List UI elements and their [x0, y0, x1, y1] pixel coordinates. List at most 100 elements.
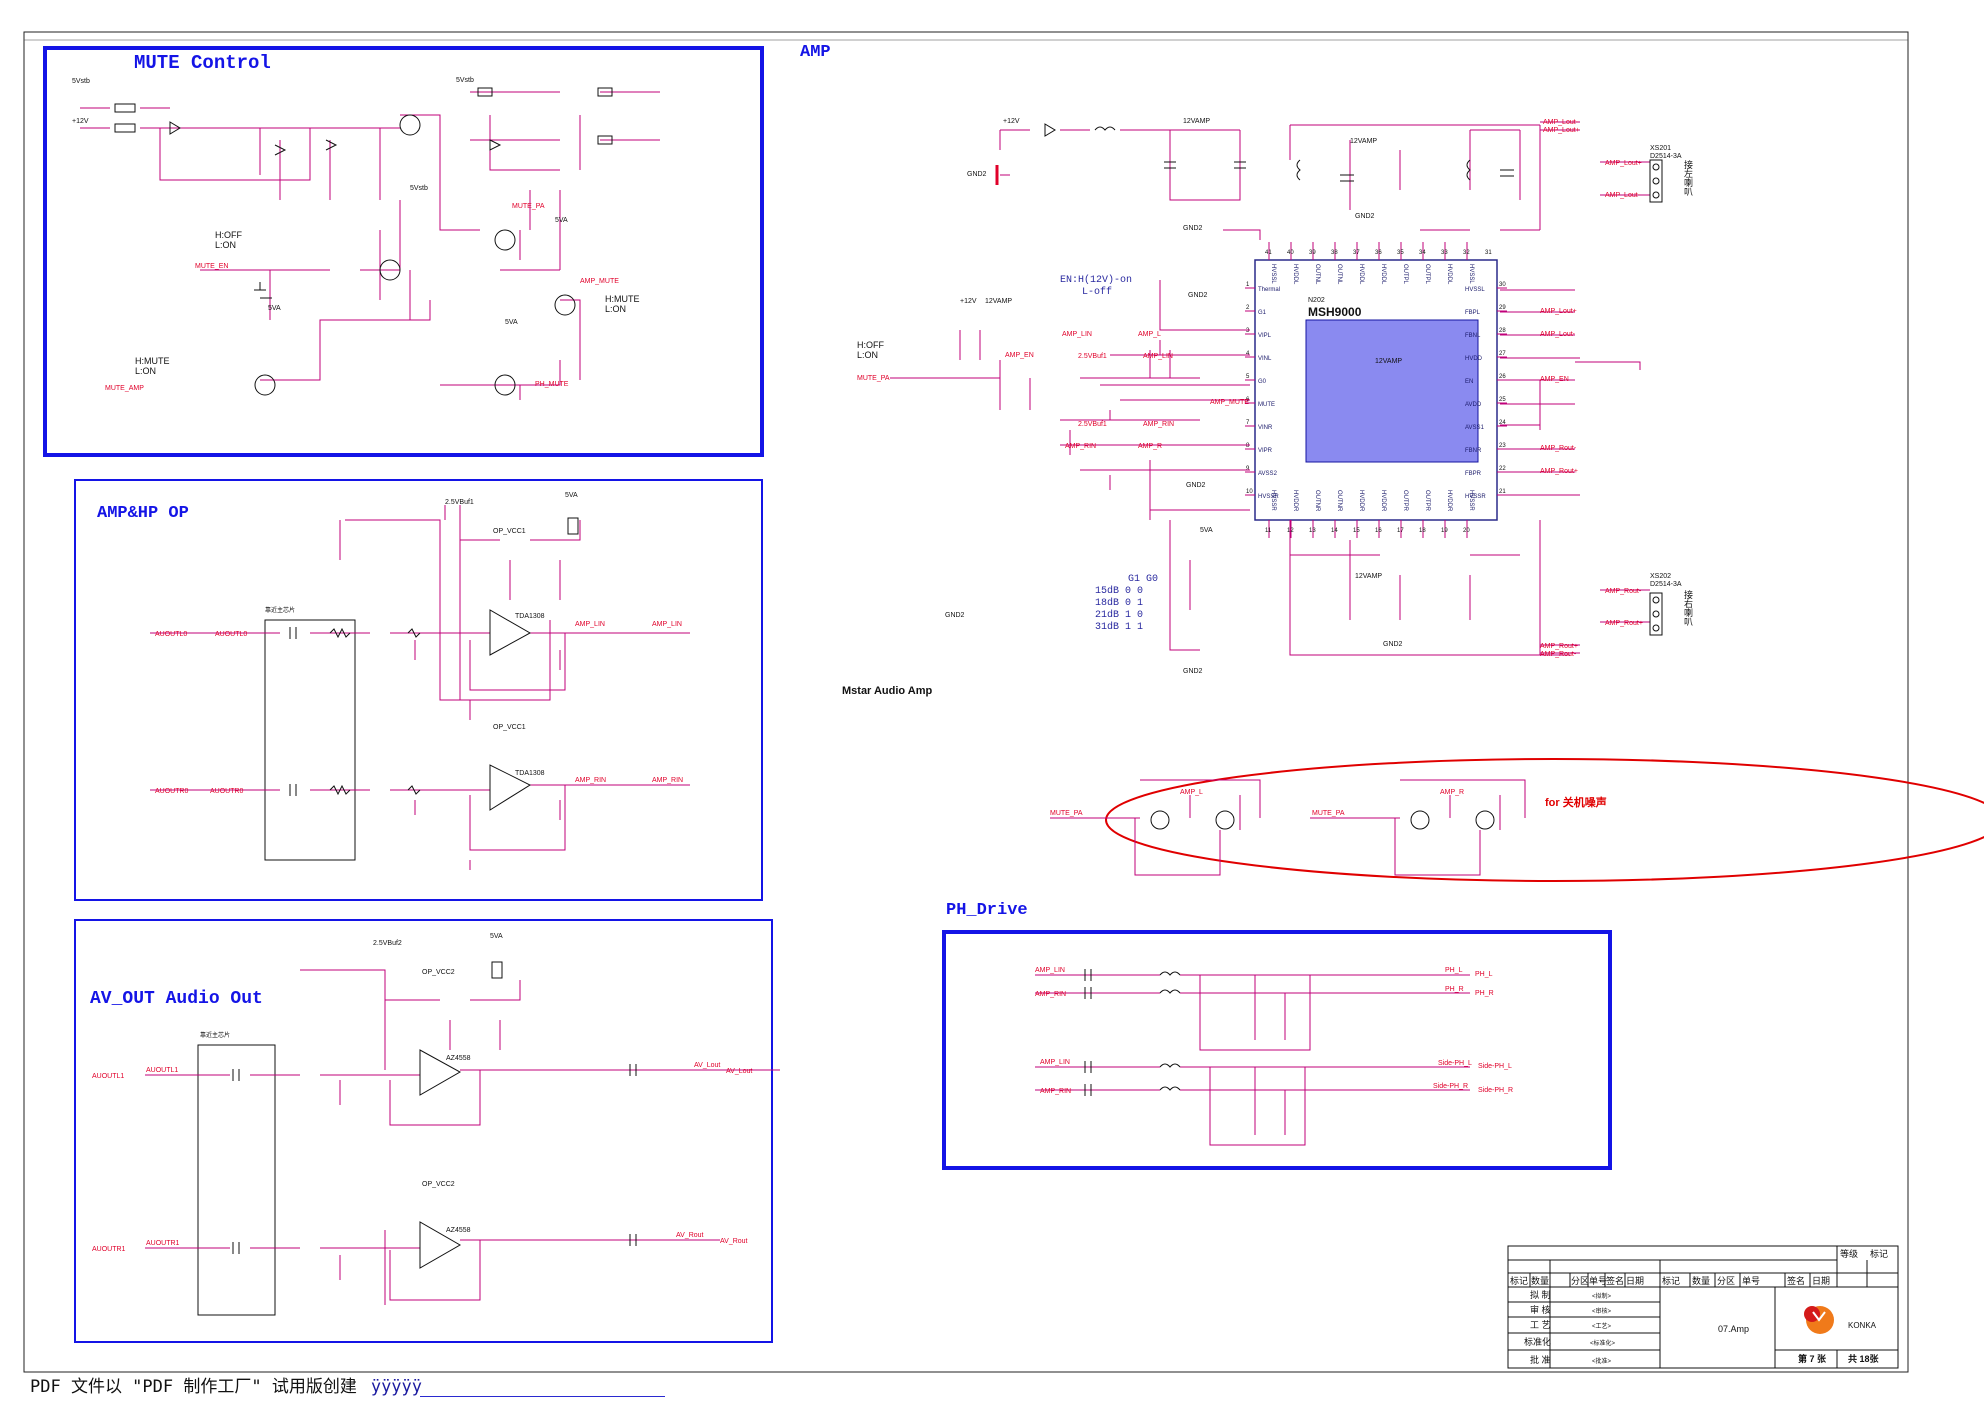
svg-text:31dB 1 1: 31dB 1 1 — [1095, 621, 1143, 633]
title-block-column-header: 签名 — [1606, 1275, 1624, 1286]
svg-text:AMP_EN: AMP_EN — [1005, 352, 1034, 359]
gain-table: G1 G0 15dB 0 0 18dB 0 1 21dB 1 0 31dB 1 … — [1095, 574, 1158, 633]
chip-bottom-pin-name: HVDDR — [1446, 490, 1452, 512]
svg-text:GND2: GND2 — [1186, 482, 1206, 489]
amp-hp-op-title: AMP&HP OP — [97, 504, 189, 523]
chip-left-pin-number: 4 — [1246, 351, 1250, 357]
svg-text:AMP_L: AMP_L — [1180, 789, 1203, 796]
svg-text:PH_R: PH_R — [1445, 986, 1464, 993]
title-block-column-header: 分区 — [1717, 1276, 1735, 1286]
svg-text:标准化: 标准化 — [1524, 1336, 1551, 1347]
svg-text:5VA: 5VA — [1200, 527, 1213, 534]
svg-text:拟 制: 拟 制 — [1530, 1289, 1551, 1300]
svg-text:L:ON: L:ON — [857, 350, 878, 360]
amp-hp-op-wiring — [150, 505, 690, 870]
amp-hp-op-text: 2.5VBuf1 5VA OP_VCC1 OP_VCC1 TDA1308 TDA… — [445, 492, 578, 777]
chip-left-pin-number: 7 — [1246, 420, 1250, 426]
av-out-near-chip-group — [197, 1044, 276, 1316]
chip-top-pin-number: 35 — [1397, 250, 1404, 256]
svg-text:AMP_RIN: AMP_RIN — [575, 777, 606, 784]
svg-text:AMP_Lout+: AMP_Lout+ — [1605, 160, 1642, 167]
chip-right-pin-number: 24 — [1499, 420, 1506, 426]
chip-top-pin-name: HVDDL — [1292, 264, 1298, 285]
svg-text:2.5VBuf2: 2.5VBuf2 — [373, 940, 402, 947]
svg-text:AUOUTR1: AUOUTR1 — [92, 1246, 126, 1253]
svg-text:OP_VCC2: OP_VCC2 — [422, 1181, 455, 1188]
svg-text:AMP_EN: AMP_EN — [1540, 376, 1569, 383]
msh9000-chip-core — [1305, 319, 1479, 463]
svg-text:第 7 张: 第 7 张 — [1798, 1353, 1827, 1364]
ph-drive-nets: AMP_LIN AMP_RIN PH_L PH_L PH_R PH_R AMP_… — [1035, 967, 1513, 1095]
title-block-column-header: 数量 — [1531, 1275, 1549, 1286]
title-block-column-header: 单号 — [1742, 1275, 1760, 1286]
svg-text:H:OFF: H:OFF — [215, 230, 242, 240]
amp-hp-near-chip-group — [264, 619, 356, 861]
chip-right-pin-name: FBPR — [1465, 471, 1482, 477]
svg-text:Side-PH_R: Side-PH_R — [1478, 1087, 1513, 1094]
svg-text:2.5VBuf1: 2.5VBuf1 — [445, 499, 474, 506]
chip-bottom-pin-number: 15 — [1353, 528, 1360, 534]
amp-output-wiring — [1289, 121, 1650, 656]
chip-right-pin-number: 27 — [1499, 351, 1506, 357]
svg-text:PH_R: PH_R — [1475, 990, 1494, 997]
svg-text:<标准化>: <标准化> — [1590, 1339, 1616, 1347]
svg-text:AMP_LIN: AMP_LIN — [652, 621, 682, 628]
chip-right-pin-name: HVSSR — [1465, 494, 1486, 500]
svg-text:5Vstb: 5Vstb — [456, 77, 474, 84]
chip-bottom-pin-number: 17 — [1397, 528, 1404, 534]
chip-bottom-pin-number: 19 — [1441, 528, 1448, 534]
svg-text:等级: 等级 — [1840, 1248, 1858, 1259]
svg-text:AV_Lout: AV_Lout — [694, 1062, 720, 1069]
svg-text:PH_MUTE: PH_MUTE — [535, 381, 569, 388]
svg-text:L:ON: L:ON — [605, 304, 626, 314]
svg-text:AMP_MUTE: AMP_MUTE — [580, 278, 619, 285]
msh9000-chip-outline — [1254, 259, 1498, 521]
title-block — [1507, 1245, 1899, 1369]
svg-text:XS202: XS202 — [1650, 573, 1671, 580]
en-note-2: L-off — [1082, 286, 1112, 298]
svg-text:AMP_RIN: AMP_RIN — [1035, 991, 1066, 998]
svg-text:TDA1308: TDA1308 — [515, 770, 545, 777]
chip-top-pin-number: 41 — [1265, 250, 1272, 256]
chip-bottom-pin-name: HVSSR — [1468, 490, 1474, 511]
svg-text:+12V: +12V — [1003, 118, 1020, 125]
svg-text:5VA: 5VA — [490, 933, 503, 940]
chip-right-pin-name: FBPL — [1465, 310, 1481, 316]
mute-control-nets: MUTE_EN MUTE_AMP MUTE_PA AMP_MUTE PH_MUT… — [105, 203, 619, 392]
chip-left-pin-number: 2 — [1246, 305, 1250, 311]
chip-left-pin-number: 1 — [1246, 282, 1250, 288]
title-block-column-header: 日期 — [1626, 1276, 1644, 1286]
chip-right-pin-number: 22 — [1499, 466, 1506, 472]
svg-text:18dB 0 1: 18dB 0 1 — [1095, 597, 1143, 609]
svg-text:AMP_Lout-: AMP_Lout- — [1543, 119, 1579, 126]
chip-name: MSH9000 — [1308, 305, 1362, 319]
chip-bottom-pin-number: 14 — [1331, 528, 1338, 534]
chip-right-pin-number: 23 — [1499, 443, 1506, 449]
chip-top-pin-name: HVSSL — [1468, 264, 1474, 284]
title-block-column-header: 签名 — [1787, 1275, 1805, 1286]
konka-logo — [1804, 1306, 1834, 1334]
svg-text:12VAMP: 12VAMP — [1355, 573, 1382, 580]
svg-text:AMP_R: AMP_R — [1138, 443, 1162, 450]
amp-input-text: H:OFF L:ON +12V 12VAMP 5VA GND2 GND2 GND… — [857, 292, 1213, 675]
mute-control-box — [43, 46, 764, 457]
svg-text:AMP_Lout+: AMP_Lout+ — [1540, 308, 1577, 315]
svg-text:AUOUTR0: AUOUTR0 — [155, 788, 189, 795]
connectors — [1649, 159, 1663, 636]
svg-text:KONKA: KONKA — [1848, 1321, 1877, 1330]
svg-text:OP_VCC1: OP_VCC1 — [493, 724, 526, 731]
chip-top-pin-number: 37 — [1353, 250, 1360, 256]
amp-hp-op-parts — [289, 517, 579, 811]
chip-top-pin-name: OUTNL — [1336, 264, 1342, 285]
svg-text:AMP_RIN: AMP_RIN — [1143, 421, 1174, 428]
svg-text:标记: 标记 — [1870, 1248, 1888, 1259]
amp-power-parts — [1044, 123, 1514, 182]
svg-text:+12V: +12V — [960, 298, 977, 305]
svg-text:共 18张: 共 18张 — [1848, 1353, 1880, 1364]
chip-left-pin-name: MUTE — [1258, 402, 1275, 408]
ph-drive-parts — [1084, 969, 1181, 1096]
near-chip-label-1: 靠近主芯片 — [265, 606, 295, 614]
svg-text:5VA: 5VA — [555, 217, 568, 224]
ph-drive-title: PH_Drive — [946, 901, 1028, 920]
